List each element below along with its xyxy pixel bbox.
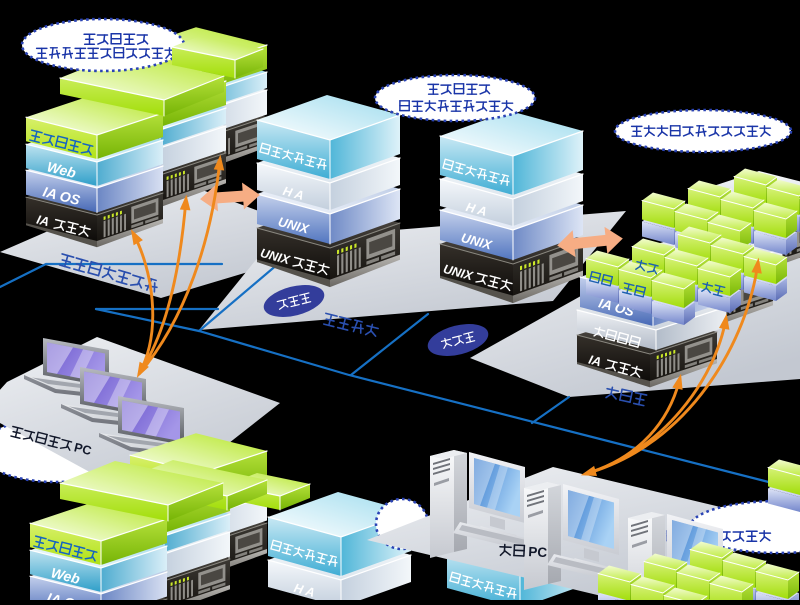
svg-text:PC: PC <box>528 544 548 560</box>
